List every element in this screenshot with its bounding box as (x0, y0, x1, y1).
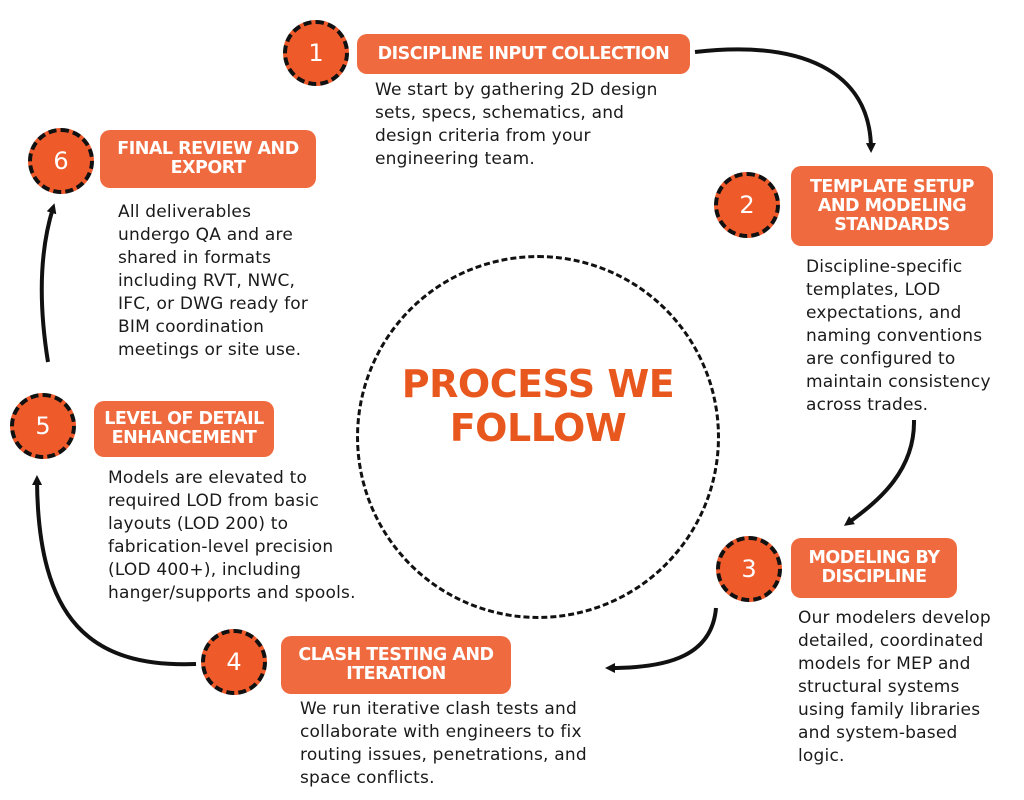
step-1-number-circle: 1 (283, 20, 349, 86)
step-6-desc-line: BIM coordination (118, 317, 265, 337)
step-2-desc-line: Discipline-specific (806, 257, 963, 277)
step-1-desc-line: We start by gathering 2D design (375, 80, 658, 100)
step-5-title: LEVEL OF DETAIL ENHANCEMENT (94, 401, 274, 457)
step-6-desc-line: All deliverables (118, 202, 252, 222)
step-5-title-line: ENHANCEMENT (111, 428, 257, 448)
arrow-5-to-6 (39, 203, 57, 363)
step-3-title-line: MODELING BY (808, 548, 940, 568)
step-3-desc-line: models for MEP and (798, 654, 971, 674)
step-3-number: 3 (741, 555, 757, 583)
step-2-number: 2 (739, 191, 755, 219)
step-4-number: 4 (226, 648, 242, 676)
step-5-number-circle: 5 (10, 393, 76, 459)
center-title: PROCESS WE FOLLOW (356, 362, 720, 450)
step-5-desc-line: hanger/supports and spools. (108, 583, 356, 603)
step-2-desc-line: naming conventions (806, 326, 983, 346)
step-5-desc-line: (LOD 400+), including (108, 560, 302, 580)
step-2-desc-line: templates, LOD (806, 280, 941, 300)
step-1-description: We start by gathering 2D design sets, sp… (375, 79, 658, 171)
step-4-desc-line: routing issues, penetrations, and (300, 745, 587, 765)
step-3-title-line: DISCIPLINE (821, 567, 927, 587)
step-6-desc-line: shared in formats (118, 248, 272, 268)
step-2-title-line: TEMPLATE SETUP (810, 176, 974, 197)
step-2-desc-line: maintain consistency (806, 372, 991, 392)
step-4-description: We run iterative clash tests and collabo… (300, 698, 587, 790)
step-1-desc-line: engineering team. (375, 149, 536, 169)
step-4-title: CLASH TESTING AND ITERATION (281, 636, 511, 694)
step-6-title: FINAL REVIEW AND EXPORT (100, 130, 316, 188)
step-1-title: DISCIPLINE INPUT COLLECTION (357, 34, 690, 74)
center-circle (356, 255, 720, 619)
step-6-desc-line: meetings or site use. (118, 340, 302, 360)
step-5-desc-line: Models are elevated to (108, 468, 308, 488)
step-6-desc-line: including RVT, NWC, (118, 271, 296, 291)
step-2-desc-line: across trades. (806, 395, 929, 415)
step-3-number-circle: 3 (716, 536, 782, 602)
step-2-title: TEMPLATE SETUP AND MODELING STANDARDS (791, 166, 993, 246)
step-3-desc-line: and system-based (798, 723, 958, 743)
step-1-number: 1 (308, 39, 324, 67)
step-6-desc-line: undergo QA and are (118, 225, 293, 245)
step-1-desc-line: sets, specs, schematics, and (375, 103, 625, 123)
center-title-line-2: FOLLOW (449, 406, 627, 450)
step-2-description: Discipline-specific templates, LOD expec… (806, 256, 991, 417)
step-1-title-line: DISCIPLINE INPUT COLLECTION (377, 43, 670, 64)
step-6-title-line: FINAL REVIEW AND (117, 139, 299, 159)
step-6-desc-line: IFC, or DWG ready for (118, 294, 309, 314)
step-6-number-circle: 6 (28, 128, 94, 194)
step-1-desc-line: design criteria from your (375, 126, 591, 146)
arrow-4-to-5 (32, 475, 197, 667)
step-4-desc-line: We run iterative clash tests and (300, 699, 577, 719)
step-6-number: 6 (53, 147, 69, 175)
step-4-desc-line: space conflicts. (300, 768, 435, 788)
step-5-desc-line: fabrication-level precision (108, 537, 334, 557)
step-4-desc-line: collaborate with engineers to fix (300, 722, 582, 742)
step-5-title-line: LEVEL OF DETAIL (104, 409, 264, 429)
step-2-title-line: AND MODELING (817, 195, 967, 216)
step-2-desc-line: expectations, and (806, 303, 962, 323)
step-4-title-line: ITERATION (346, 664, 446, 684)
step-3-desc-line: logic. (798, 746, 845, 766)
arrow-3-to-4 (605, 607, 718, 673)
step-3-desc-line: detailed, coordinated (798, 631, 984, 651)
center-title-line-1: PROCESS WE (401, 362, 675, 406)
step-2-title-line: STANDARDS (834, 214, 950, 235)
step-3-desc-line: using family libraries (798, 700, 981, 720)
step-5-description: Models are elevated to required LOD from… (108, 467, 356, 605)
step-3-description: Our modelers develop detailed, coordinat… (798, 607, 991, 768)
step-4-title-line: CLASH TESTING AND (298, 645, 494, 665)
step-3-desc-line: structural systems (798, 677, 960, 697)
step-6-description: All deliverables undergo QA and are shar… (118, 201, 308, 362)
arrow-1-to-2 (694, 47, 876, 153)
step-6-title-line: EXPORT (170, 158, 246, 178)
step-3-desc-line: Our modelers develop (798, 608, 991, 628)
step-3-title: MODELING BY DISCIPLINE (791, 538, 957, 598)
step-5-desc-line: required LOD from basic (108, 491, 320, 511)
step-5-number: 5 (35, 412, 51, 440)
step-4-number-circle: 4 (201, 629, 267, 695)
arrow-2-to-3 (843, 419, 917, 526)
step-5-desc-line: layouts (LOD 200) to (108, 514, 289, 534)
step-2-number-circle: 2 (714, 172, 780, 238)
step-2-desc-line: are configured to (806, 349, 956, 369)
